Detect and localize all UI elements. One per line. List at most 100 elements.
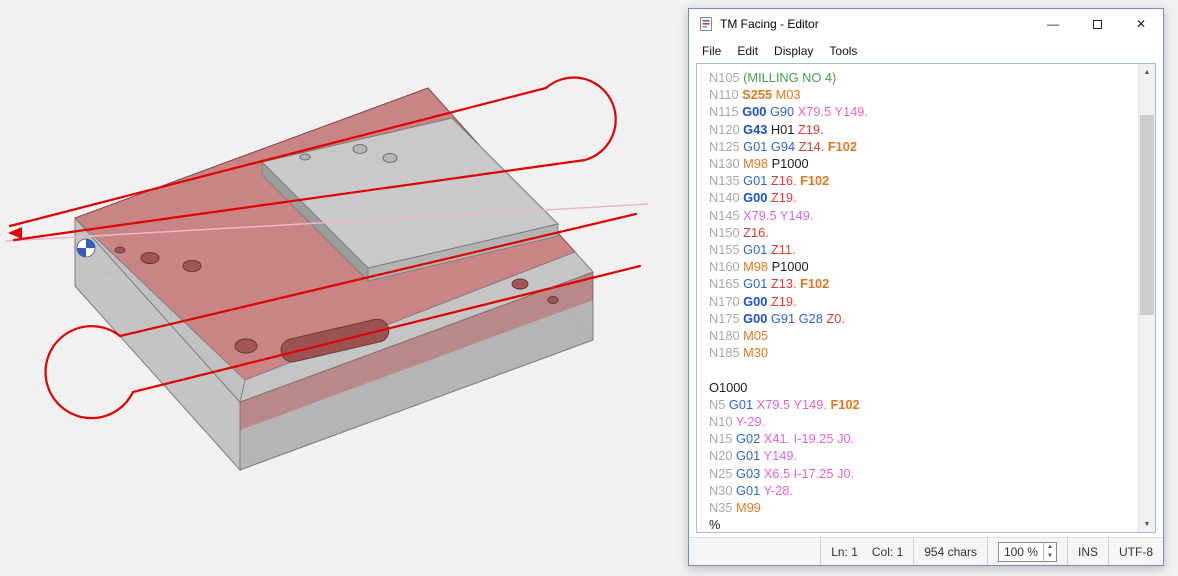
hole — [300, 154, 310, 160]
code-line[interactable]: N165 G01 Z13. F102 — [709, 275, 1138, 292]
code-line[interactable]: N15 G02 X41. I-19.25 J0. — [709, 430, 1138, 447]
status-encoding: UTF-8 — [1108, 538, 1163, 565]
menu-display[interactable]: Display — [766, 41, 821, 61]
zoom-arrows: ▲ ▼ — [1043, 543, 1056, 561]
code-line[interactable]: N150 Z16. — [709, 224, 1138, 241]
maximize-button[interactable] — [1075, 9, 1119, 39]
toolpath-preview — [0, 0, 688, 576]
code-line[interactable]: N140 G00 Z19. — [709, 189, 1138, 206]
code-token: G43 — [743, 122, 771, 137]
window-title: TM Facing - Editor — [720, 17, 1031, 31]
code-token: N145 — [709, 208, 743, 223]
hole — [548, 297, 558, 304]
scroll-down-icon[interactable]: ▼ — [1139, 516, 1155, 532]
app-icon — [698, 16, 714, 32]
code-line[interactable]: N105 (MILLING NO 4) — [709, 69, 1138, 86]
hole — [512, 279, 528, 289]
hole — [383, 154, 397, 163]
code-token: G01 — [729, 397, 757, 412]
menu-tools[interactable]: Tools — [821, 41, 865, 61]
code-token: Z16. — [771, 173, 800, 188]
code-token: G94 — [771, 139, 799, 154]
code-token: G91 — [771, 311, 799, 326]
code-token: G02 — [736, 431, 764, 446]
code-token: X41. I-19.25 J0. — [764, 431, 854, 446]
close-button[interactable]: ✕ — [1119, 9, 1163, 39]
scroll-thumb[interactable] — [1140, 115, 1154, 316]
minimize-button[interactable]: — — [1031, 9, 1075, 39]
code-token: % — [709, 517, 720, 532]
code-line[interactable]: N35 M99 — [709, 499, 1138, 516]
code-token: N15 — [709, 431, 736, 446]
code-line[interactable]: N155 G01 Z11. — [709, 241, 1138, 258]
code-token: Z0. — [826, 311, 845, 326]
code-line[interactable]: N115 G00 G90 X79.5 Y149. — [709, 103, 1138, 120]
code-token: F102 — [800, 173, 829, 188]
code-token: G00 — [743, 294, 771, 309]
code-line[interactable]: N170 G00 Z19. — [709, 293, 1138, 310]
scroll-up-icon[interactable]: ▲ — [1139, 64, 1155, 80]
editor-content[interactable]: N105 (MILLING NO 4)N110 S255 M03N115 G00… — [697, 64, 1138, 532]
zoom-spinner[interactable]: 100 % ▲ ▼ — [998, 542, 1057, 562]
code-token: N115 — [709, 104, 742, 119]
code-token: N120 — [709, 122, 743, 137]
code-line[interactable] — [709, 361, 1138, 378]
hole — [183, 261, 201, 272]
code-token: N170 — [709, 294, 743, 309]
code-line[interactable]: % — [709, 516, 1138, 532]
code-token: F102 — [828, 139, 857, 154]
code-line[interactable]: N130 M98 P1000 — [709, 155, 1138, 172]
code-token: G01 — [743, 173, 771, 188]
status-line-col: Ln: 1 Col: 1 — [820, 538, 913, 565]
code-line[interactable]: N25 G03 X6.5 I-17.25 J0. — [709, 465, 1138, 482]
code-line[interactable]: N120 G43 H01 Z19. — [709, 121, 1138, 138]
toolpath-direction-arrow — [8, 227, 22, 239]
code-token: Z19. — [771, 294, 797, 309]
code-token: N135 — [709, 173, 743, 188]
code-line[interactable]: N30 G01 Y-28. — [709, 482, 1138, 499]
code-line[interactable]: N185 M30 — [709, 344, 1138, 361]
code-line[interactable]: N175 G00 G91 G28 Z0. — [709, 310, 1138, 327]
code-token: N155 — [709, 242, 743, 257]
viewport-3d[interactable] — [0, 0, 688, 576]
code-token: Z13. — [771, 276, 800, 291]
menu-file[interactable]: File — [694, 41, 729, 61]
code-line[interactable]: N110 S255 M03 — [709, 86, 1138, 103]
code-line[interactable]: N180 M05 — [709, 327, 1138, 344]
code-token: F102 — [800, 276, 829, 291]
code-line[interactable]: O1000 — [709, 379, 1138, 396]
code-token: N180 — [709, 328, 743, 343]
code-token: M05 — [743, 328, 768, 343]
code-line[interactable]: N145 X79.5 Y149. — [709, 207, 1138, 224]
scroll-track[interactable] — [1139, 80, 1155, 516]
code-line[interactable]: N5 G01 X79.5 Y149. F102 — [709, 396, 1138, 413]
code-token: X79.5 Y149. — [798, 104, 868, 119]
hole — [353, 145, 367, 154]
statusbar-spacer — [689, 538, 820, 565]
code-token: N25 — [709, 466, 736, 481]
code-line[interactable]: N20 G01 Y149. — [709, 447, 1138, 464]
code-token: Z19. — [798, 122, 824, 137]
menu-edit[interactable]: Edit — [729, 41, 766, 61]
code-token: N150 — [709, 225, 743, 240]
code-line[interactable]: N160 M98 P1000 — [709, 258, 1138, 275]
code-token: X6.5 I-17.25 J0. — [764, 466, 854, 481]
code-token: G90 — [770, 104, 798, 119]
hole — [141, 253, 159, 264]
code-token: N20 — [709, 448, 736, 463]
code-token: N160 — [709, 259, 743, 274]
code-token: M99 — [736, 500, 761, 515]
zoom-value[interactable]: 100 % — [999, 543, 1043, 561]
code-token: S255 — [742, 87, 775, 102]
code-token: M98 — [743, 156, 771, 171]
zoom-down-icon[interactable]: ▼ — [1044, 552, 1056, 561]
vertical-scrollbar[interactable]: ▲ ▼ — [1138, 64, 1155, 532]
titlebar[interactable]: TM Facing - Editor — ✕ — [689, 9, 1163, 39]
zoom-up-icon[interactable]: ▲ — [1044, 543, 1056, 552]
code-line[interactable]: N10 Y-29. — [709, 413, 1138, 430]
code-line[interactable]: N125 G01 G94 Z14. F102 — [709, 138, 1138, 155]
code-token: G01 — [743, 139, 771, 154]
code-line[interactable]: N135 G01 Z16. F102 — [709, 172, 1138, 189]
close-icon: ✕ — [1136, 17, 1146, 31]
code-token: H01 — [771, 122, 798, 137]
